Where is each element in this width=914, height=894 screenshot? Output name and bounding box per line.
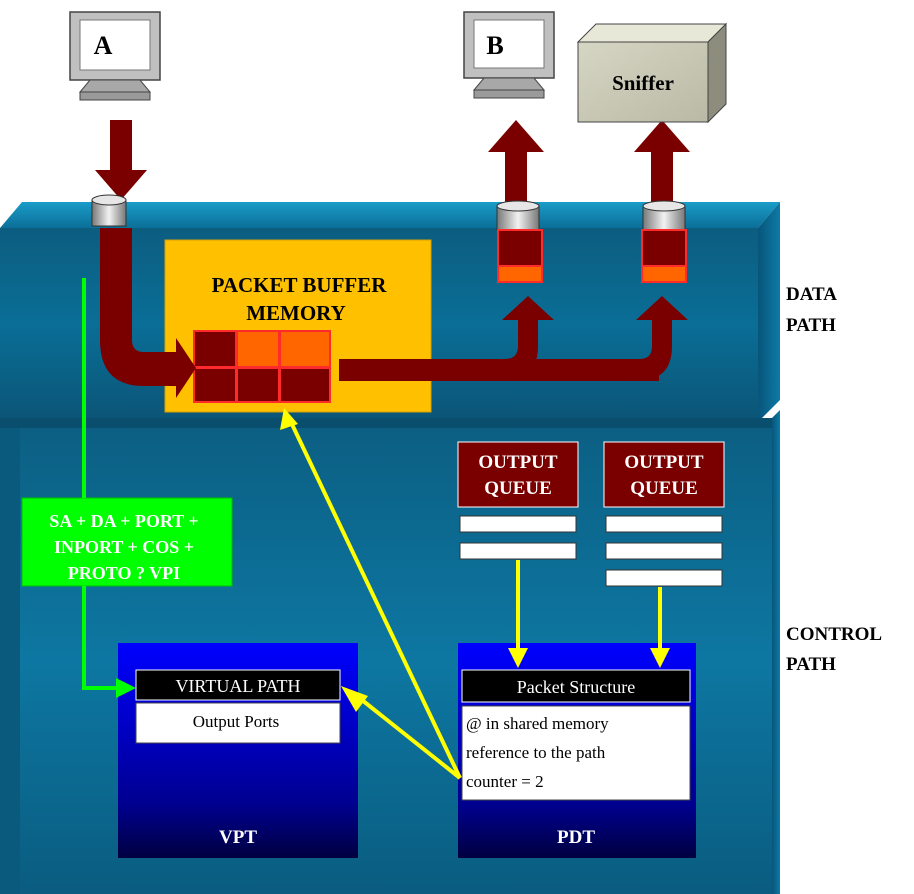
port-sniffer [642, 200, 686, 231]
packet-buffer-memory: PACKET BUFFER MEMORY [164, 239, 432, 413]
buffer-cell [236, 330, 280, 368]
computer-a-label: A [94, 31, 113, 60]
queue-1-line1: OUTPUT [478, 452, 558, 473]
output-queue-2: OUTPUT QUEUE [603, 441, 725, 587]
lookup-signal-line [82, 278, 118, 690]
vpt-body: Output Ports [193, 712, 279, 731]
data-path-label-line2: PATH [786, 315, 836, 336]
port-b [496, 200, 540, 231]
pdt-footer: PDT [557, 827, 595, 848]
buffer-cell [279, 367, 331, 403]
buffer-cell [193, 330, 237, 368]
sniffer-device: Sniffer [576, 22, 728, 124]
port-b-buffer [497, 229, 543, 283]
queue-1-slot [459, 542, 577, 560]
reference-arrowheads [280, 408, 670, 712]
computer-b-label: B [486, 31, 503, 60]
buffer-title-line2: MEMORY [246, 301, 346, 325]
buffer-cell [236, 367, 280, 403]
port-sniffer-buffer [641, 229, 687, 283]
sniffer-label: Sniffer [612, 71, 674, 95]
queue-2-line2: QUEUE [630, 478, 698, 499]
control-path-label-line1: CONTROL [786, 624, 882, 645]
pdt-line2: reference to the path [466, 743, 606, 762]
computer-a-icon: A [69, 11, 161, 101]
data-path-label-line1: DATA [786, 284, 837, 305]
side-labels: DATA PATH CONTROL PATH [786, 284, 882, 675]
vpt-footer: VPT [219, 827, 257, 848]
control-path-label-line2: PATH [786, 654, 836, 675]
data-flow-arrows [95, 120, 690, 398]
lookup-line3: PROTO ? VPI [68, 563, 180, 583]
lookup-arrowhead [116, 678, 136, 698]
buffer-title-line1: PACKET BUFFER [212, 273, 388, 297]
pdt-table: Packet Structure @ in shared memory refe… [458, 643, 696, 858]
reference-lines [288, 419, 662, 780]
buffer-cell [193, 367, 237, 403]
queue-1-slot [459, 515, 577, 533]
pdt-line1: @ in shared memory [466, 714, 609, 733]
computer-b-icon: B [463, 11, 555, 99]
lookup-line2: INPORT + COS + [54, 537, 194, 557]
queue-2-slot [605, 569, 723, 587]
buffer-cell [279, 330, 331, 368]
queue-1-line2: QUEUE [484, 478, 552, 499]
port-a [91, 194, 127, 227]
queue-2-slot [605, 515, 723, 533]
lookup-line1: SA + DA + PORT + [49, 511, 198, 531]
vpt-header: VIRTUAL PATH [175, 676, 300, 696]
lookup-key-box: SA + DA + PORT + INPORT + COS + PROTO ? … [21, 497, 233, 587]
output-queue-1: OUTPUT QUEUE [457, 441, 579, 560]
vpt-table: VIRTUAL PATH Output Ports VPT [118, 643, 358, 858]
queue-2-line1: OUTPUT [624, 452, 704, 473]
pdt-header: Packet Structure [517, 677, 635, 697]
buffer-cells [193, 330, 331, 403]
pdt-line3: counter = 2 [466, 772, 544, 791]
queue-2-slot [605, 542, 723, 560]
